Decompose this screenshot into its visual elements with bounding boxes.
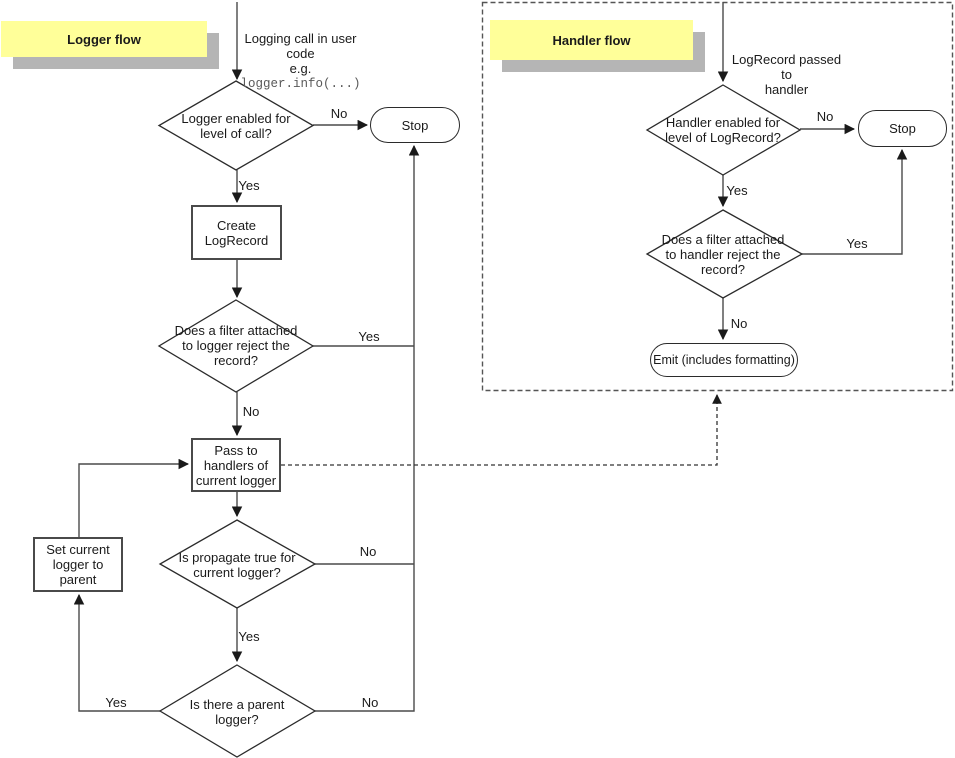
edge-pass-to-handler-flow-dashed (281, 394, 722, 466)
label-propagate-yes: Yes (238, 629, 260, 644)
label-handler-enabled-no: No (816, 109, 834, 124)
label-parent-yes: Yes (105, 695, 127, 710)
diamond-logger-filter (157, 299, 315, 393)
emit-node: Emit (includes formatting) (650, 343, 798, 377)
label-enabled-yes: Yes (238, 178, 260, 193)
handler-stop-label: Stop (889, 121, 916, 136)
handler-entry-text: LogRecord passed to handler (731, 52, 842, 97)
logger-entry-text: Logging call in user code e.g. (244, 31, 357, 76)
handler-flow-title: Handler flow (490, 20, 693, 60)
edge-setparent-to-pass (78, 458, 190, 537)
create-logrecord-node: Create LogRecord (191, 205, 282, 260)
edge-hfilter-yes-to-hstop (802, 148, 908, 255)
label-filter-yes: Yes (358, 329, 380, 344)
handler-stop-node: Stop (858, 110, 947, 147)
handler-flow-boundary (481, 1, 954, 392)
label-handler-enabled-yes: Yes (726, 183, 748, 198)
label-enabled-no: No (330, 106, 348, 121)
label-parent-no: No (361, 695, 379, 710)
edge-parent-yes-to-setparent (73, 593, 160, 712)
diamond-handler-filter (645, 209, 804, 299)
set-current-logger-node: Set current logger to parent (33, 537, 123, 592)
emit-label: Emit (includes formatting) (653, 353, 795, 367)
handler-flow-title-label: Handler flow (552, 32, 631, 48)
label-handler-filter-no: No (730, 316, 748, 331)
diamond-handler-enabled (645, 84, 802, 176)
diamond-parent-logger (158, 664, 317, 758)
edge-parent-no-to-stop (315, 144, 420, 712)
logger-stop-label: Stop (401, 117, 429, 133)
label-propagate-no: No (359, 544, 377, 559)
diamond-propagate (158, 519, 317, 609)
handler-entry-annotation: LogRecord passed to handler (726, 37, 847, 97)
diamond-logger-enabled (157, 80, 315, 171)
logger-entry-annotation: Logging call in user code e.g. logger.in… (238, 16, 363, 107)
pass-to-handlers-node: Pass to handlers of current logger (191, 438, 281, 492)
label-handler-filter-yes: Yes (846, 236, 868, 251)
logger-stop-node: Stop (370, 107, 460, 143)
logger-flow-title-label: Logger flow (67, 31, 141, 47)
logger-flow-title: Logger flow (1, 21, 207, 57)
label-filter-no: No (242, 404, 260, 419)
logger-entry-code: logger.info(...) (240, 77, 361, 91)
